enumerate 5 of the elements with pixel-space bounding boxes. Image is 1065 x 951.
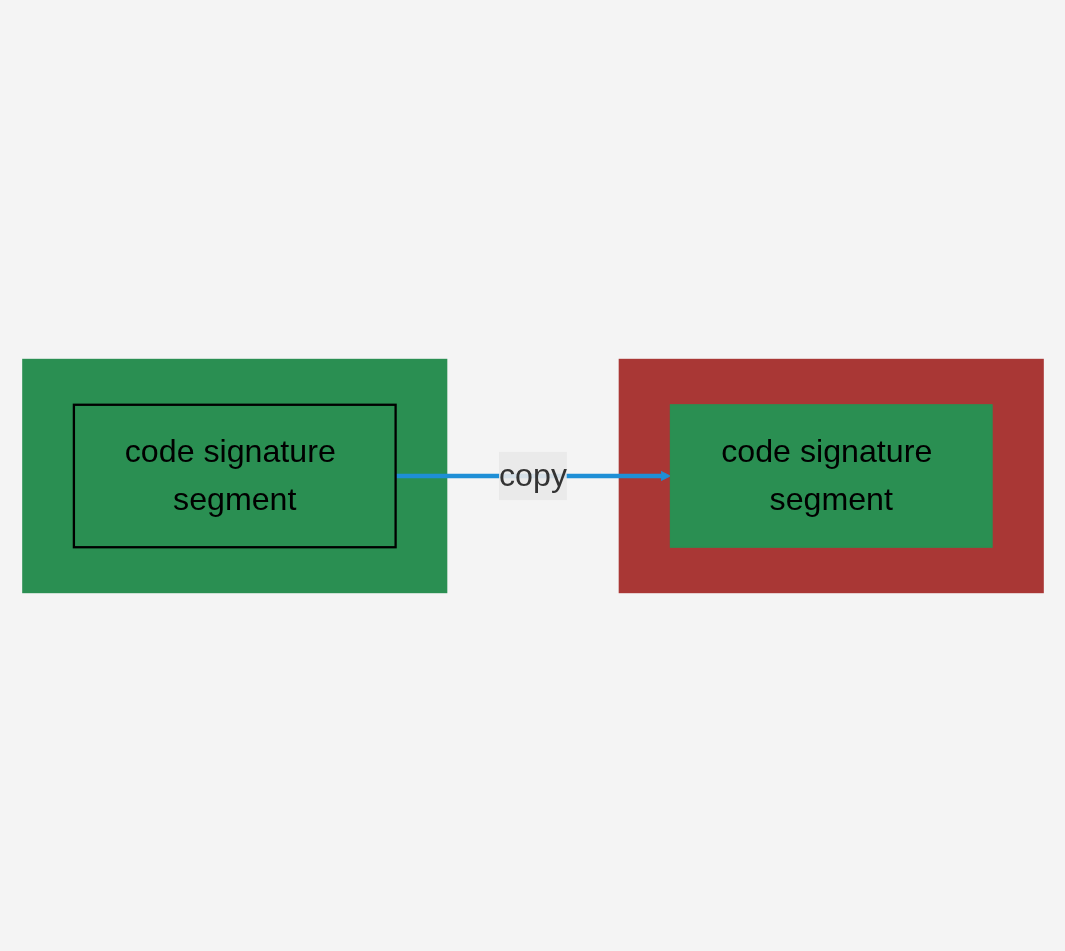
node-box: code signature segment xyxy=(669,403,993,548)
node-box: code signature segment xyxy=(72,403,397,548)
cluster xyxy=(21,358,447,593)
edge-label: copy xyxy=(498,457,567,493)
cluster xyxy=(618,358,1044,593)
